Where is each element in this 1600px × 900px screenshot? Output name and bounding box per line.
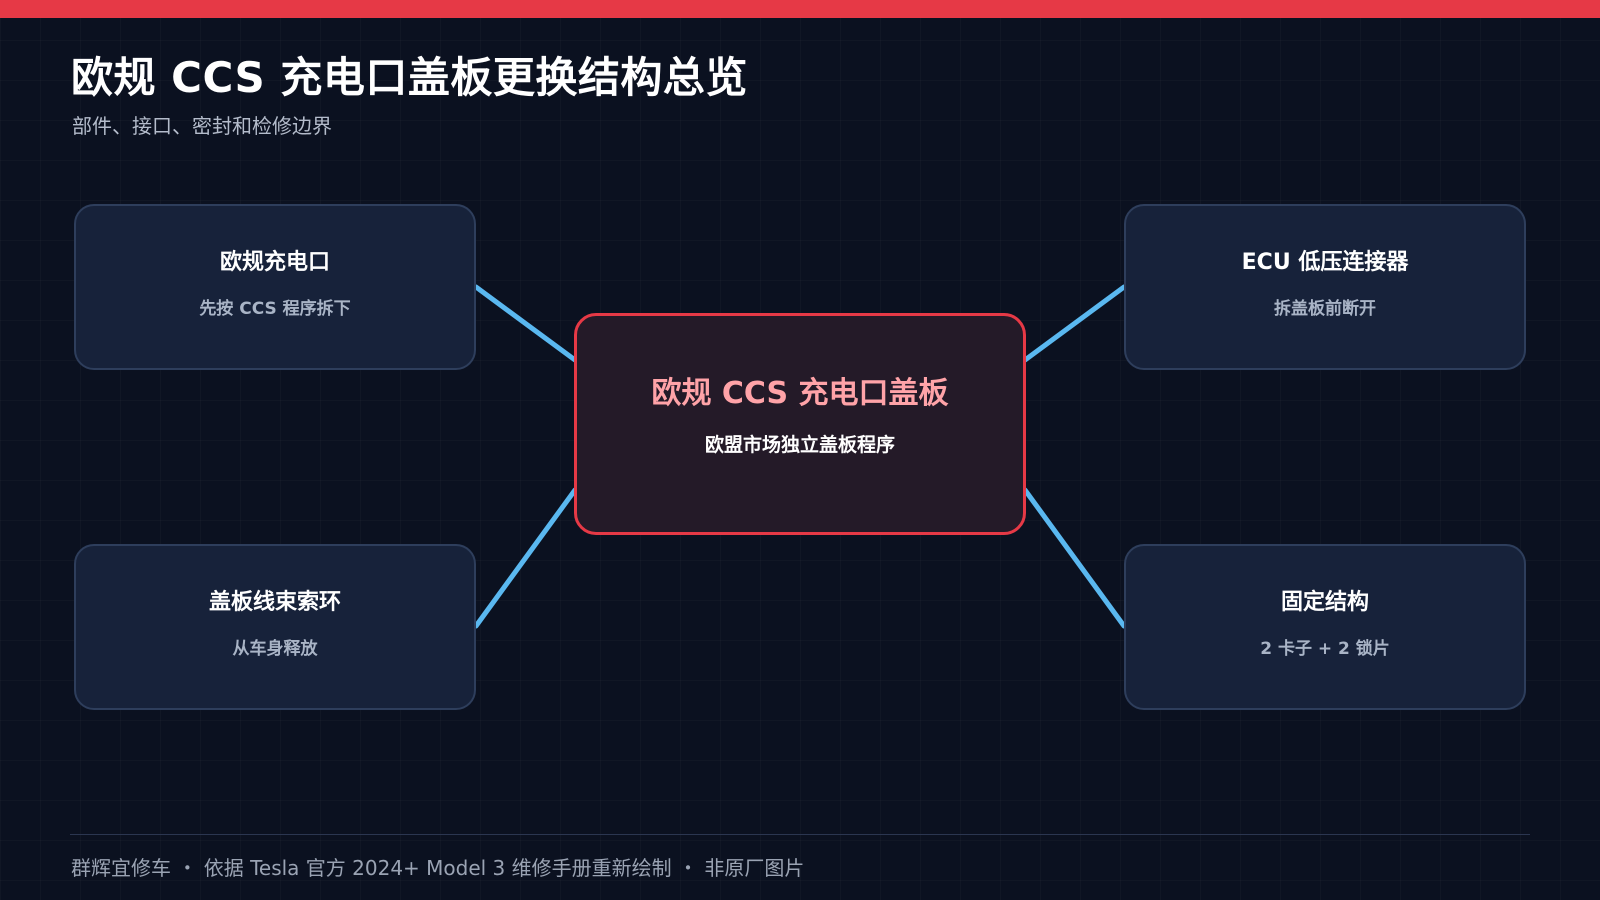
node-title: 固定结构 [1280, 590, 1369, 615]
node-harness-grommet: 盖板线束索环 从车身释放 [74, 544, 476, 710]
connector-top-left [473, 284, 578, 363]
node-subtitle: 从车身释放 [232, 639, 318, 659]
center-node-subtitle: 欧盟市场独立盖板程序 [704, 434, 895, 456]
footer-divider [70, 834, 1530, 835]
node-ccs-port: 欧规充电口 先按 CCS 程序拆下 [74, 204, 476, 370]
node-fixing-structure: 固定结构 2 卡子 + 2 锁片 [1124, 544, 1526, 710]
node-subtitle: 先按 CCS 程序拆下 [199, 299, 351, 319]
node-title: ECU 低压连接器 [1241, 250, 1409, 275]
connector-bottom-right [1022, 487, 1127, 629]
connector-top-right [1022, 284, 1127, 363]
top-accent-bar [0, 0, 1600, 18]
node-title: 欧规充电口 [219, 250, 330, 275]
node-title: 盖板线束索环 [208, 590, 341, 615]
node-subtitle: 拆盖板前断开 [1274, 299, 1376, 319]
center-node-ccs-cover: 欧规 CCS 充电口盖板 欧盟市场独立盖板程序 [574, 313, 1026, 535]
node-subtitle: 2 卡子 + 2 锁片 [1260, 639, 1390, 659]
page-title: 欧规 CCS 充电口盖板更换结构总览 [71, 53, 748, 102]
center-node-title: 欧规 CCS 充电口盖板 [651, 376, 949, 411]
connector-bottom-left [473, 487, 578, 629]
footer-credit: 群辉宜修车 ・ 依据 Tesla 官方 2024+ Model 3 维修手册重新… [71, 856, 805, 880]
page-subtitle: 部件、接口、密封和检修边界 [72, 114, 332, 138]
node-ecu-connector: ECU 低压连接器 拆盖板前断开 [1124, 204, 1526, 370]
